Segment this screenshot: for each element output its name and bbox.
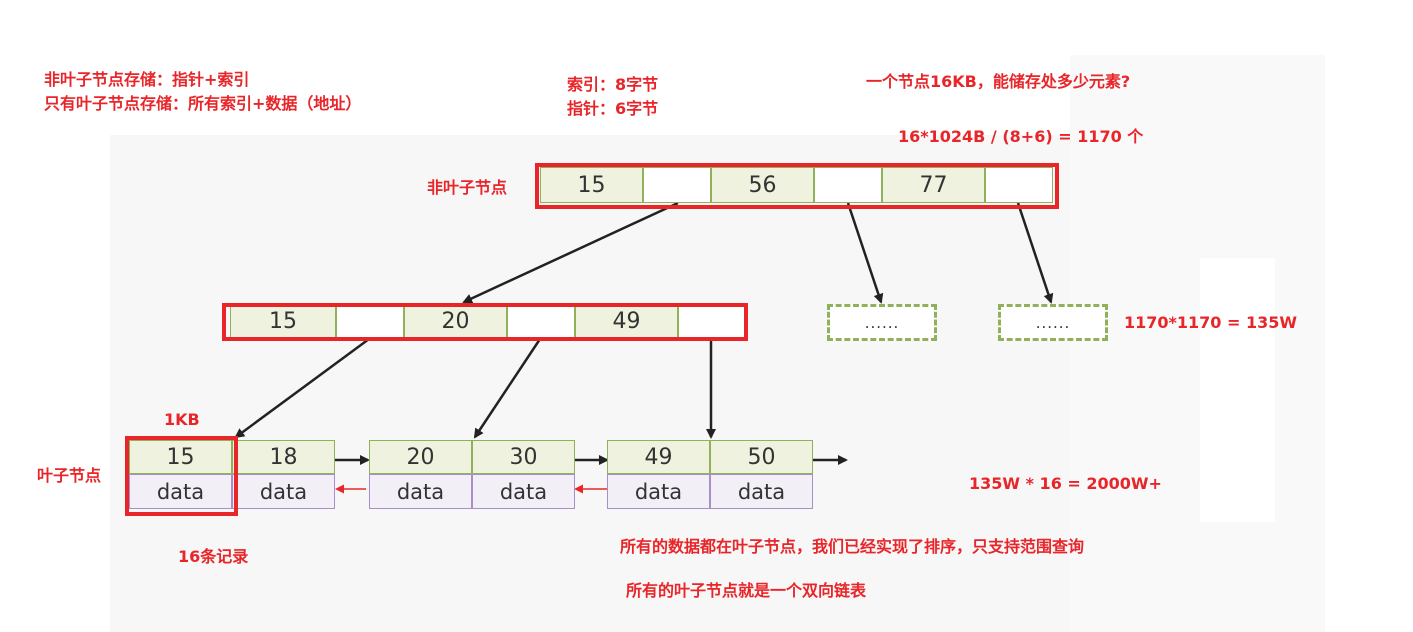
root-pointer-2 (814, 167, 882, 203)
root-node-highlight (535, 163, 1059, 209)
leaf1-data-2: data (232, 474, 335, 509)
middle-key-3: 49 (575, 304, 678, 338)
leaf2-data-1: data (369, 474, 472, 509)
root-node: 15 56 77 (540, 167, 1053, 203)
leaf1-data-1: data (129, 474, 232, 509)
leaf-node-2: 20 30 data data (369, 440, 575, 509)
node-capacity-calc: 16*1024B / (8+6) = 1170 个 (898, 127, 1144, 146)
leaf3-data-2: data (710, 474, 813, 509)
middle-node-highlight (222, 303, 748, 341)
middle-to-leaf1-arrow (234, 337, 370, 439)
index-size-note: 索引：8字节 (567, 75, 659, 94)
root-pointer-3 (985, 167, 1053, 203)
leaf-storage-note: 只有叶子节点存储：所有索引+数据（地址） (44, 94, 362, 113)
level2-capacity-calc: 1170*1170 = 135W (1124, 313, 1298, 332)
node-capacity-question: 一个节点16KB，能储存处多少元素? (866, 72, 1131, 91)
total-capacity-calc: 135W * 16 = 2000W+ (969, 474, 1162, 493)
non-leaf-node-label: 非叶子节点 (427, 178, 508, 197)
leaf3-key-2: 50 (710, 440, 813, 474)
middle-key-2: 20 (404, 304, 507, 338)
pointer-size-note: 指针：6字节 (567, 99, 659, 118)
leaf-node-1: 15 18 data data (129, 440, 335, 509)
background-panel-inner (1200, 258, 1275, 522)
summary-linked-note: 所有的叶子节点就是一个双向链表 (626, 581, 867, 600)
background-panel (110, 135, 1140, 632)
leaf-node-3: 49 50 data data (607, 440, 813, 509)
root-key-1: 15 (540, 167, 643, 203)
middle-to-leaf2-arrow (473, 338, 542, 439)
middle-node: 15 20 49 (230, 304, 746, 338)
root-pointer-1 (643, 167, 711, 203)
root-to-middle-arrow (462, 201, 679, 304)
root-key-2: 56 (711, 167, 814, 203)
background-panel-right (1070, 55, 1325, 632)
leaf2-key-1: 20 (369, 440, 472, 474)
root-to-placeholder2-arrow (1016, 202, 1054, 304)
leaf-record-highlight (125, 436, 238, 516)
leaf3-key-1: 49 (607, 440, 710, 474)
non-leaf-storage-note: 非叶子节点存储：指针+索引 (44, 70, 250, 89)
root-key-3: 77 (882, 167, 985, 203)
leaf1-key-2: 18 (232, 440, 335, 474)
placeholder-node-1: ...... (827, 304, 937, 341)
leaf2-key-2: 30 (472, 440, 575, 474)
root-to-placeholder1-arrow (846, 202, 884, 304)
middle-key-1: 15 (230, 304, 336, 338)
leaf-records-note: 16条记录 (178, 547, 249, 566)
summary-sorted-note: 所有的数据都在叶子节点，我们已经实现了排序，只支持范围查询 (620, 537, 1085, 556)
leaf1-key-1: 15 (129, 440, 232, 474)
leaf-size-note: 1KB (164, 410, 200, 429)
leaf3-data-1: data (607, 474, 710, 509)
placeholder-node-2: ...... (998, 304, 1108, 341)
leaf-node-label: 叶子节点 (37, 466, 102, 485)
leaf2-data-2: data (472, 474, 575, 509)
